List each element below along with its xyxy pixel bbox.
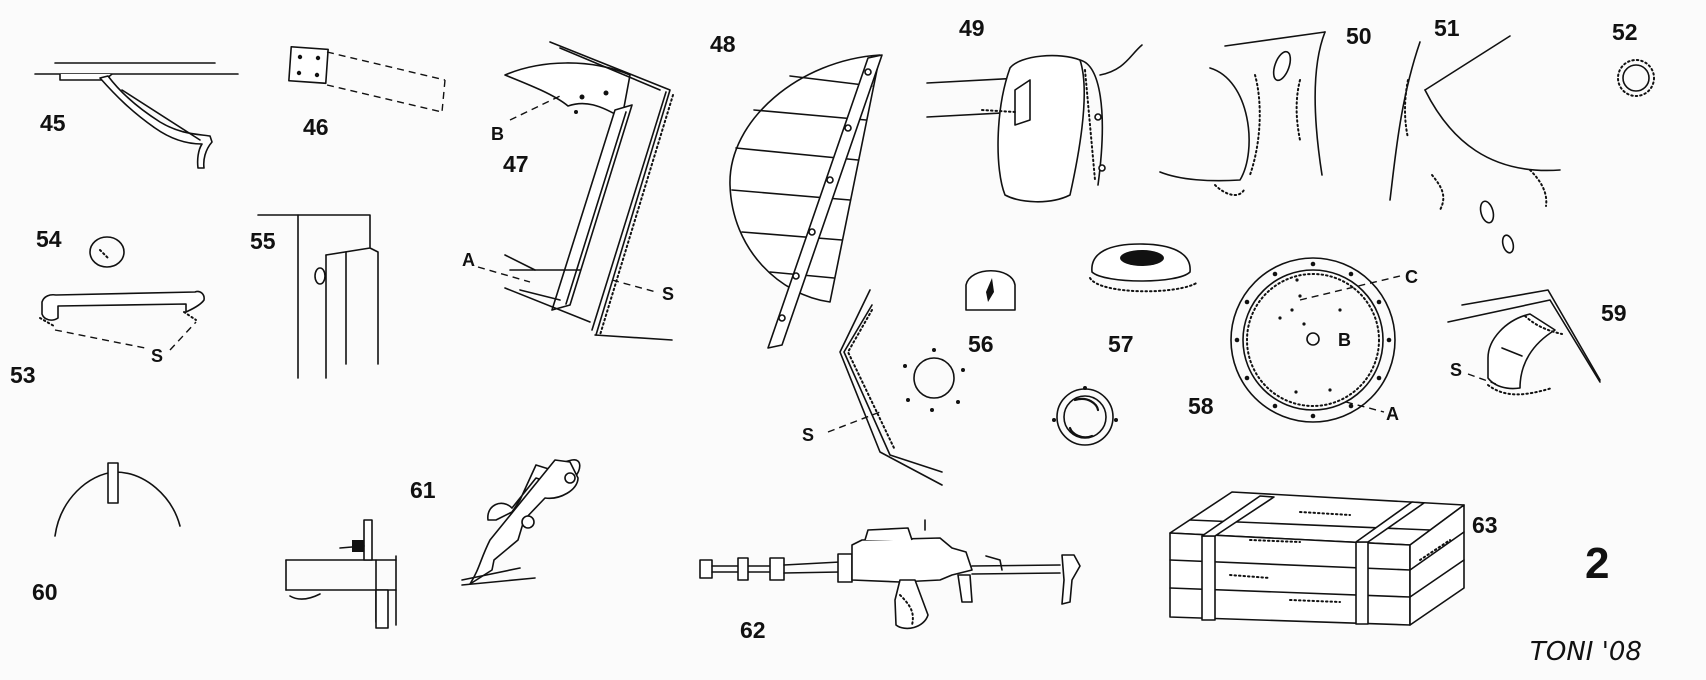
part-58-number: 58 [1188,393,1214,419]
part-62-drawing [699,519,1081,630]
part-58-drawing [1230,257,1396,423]
part-54-drawing [89,236,125,268]
part-53-drawing [39,290,205,327]
artist-signature: TONI '08 [1530,637,1642,667]
part-58-callout-c: C [1405,267,1418,287]
part-51-number: 51 [1434,15,1460,41]
part-63-drawing [1169,491,1465,626]
part-48-number: 48 [710,31,736,57]
part-57-number: 57 [1108,331,1134,357]
part-50-number: 50 [1346,23,1372,49]
part-63-number: 63 [1472,512,1498,538]
part-56-callout-s: S [802,425,814,445]
part-57-drawing [1052,243,1199,446]
part-61-number: 61 [410,477,436,503]
part-62-number: 62 [740,617,766,643]
part-45-drawing [34,62,239,169]
part-60-drawing [54,462,181,537]
part-52-drawing [1617,59,1655,97]
part-59-drawing [1447,289,1601,396]
part-59-callout-s: S [1450,360,1462,380]
part-58-callout-a: A [1386,404,1399,424]
part-47-callout-s: S [662,284,674,304]
part-55-number: 55 [250,228,276,254]
part-56-drawing [839,270,1016,486]
part-52-number: 52 [1612,19,1638,45]
part-46-number: 46 [303,114,329,140]
part-55-drawing [257,214,379,379]
part-49-number: 49 [959,15,985,41]
part-48-drawing [729,54,883,349]
part-51-drawing [1389,35,1561,254]
part-46-drawing [288,45,446,113]
part-60-number: 60 [32,579,58,605]
part-61-drawing [285,459,581,629]
part-53-number: 53 [10,362,36,388]
part-49-drawing [926,44,1143,203]
part-56-number: 56 [968,331,994,357]
part-54-number: 54 [36,226,62,252]
part-47-number: 47 [503,151,529,177]
page-number: 2 [1585,539,1609,588]
part-59-number: 59 [1601,300,1627,326]
part-53-callout-s: S [151,346,163,366]
part-58-callout-b: B [1338,330,1351,350]
part-47-drawing [504,41,674,341]
part-47-callout-b: B [491,124,504,144]
part-45-number: 45 [40,110,66,136]
part-47-callout-a: A [462,250,475,270]
part-50-drawing [1159,31,1326,196]
